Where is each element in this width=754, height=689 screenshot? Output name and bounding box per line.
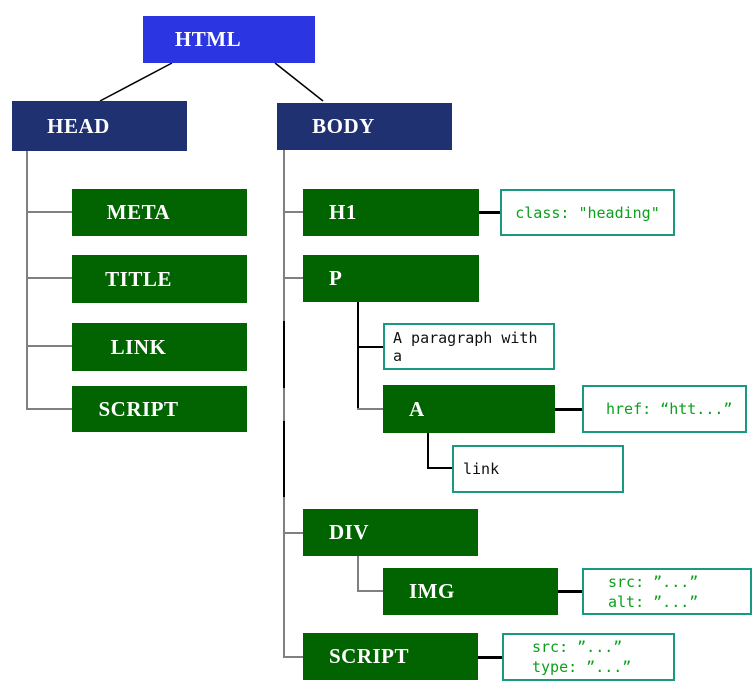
- node-link-label: LINK: [110, 334, 167, 359]
- connector-div-img: [357, 590, 383, 592]
- connector-p-a: [357, 408, 383, 410]
- node-h1-label: H1: [329, 200, 357, 224]
- node-div-label: DIV: [329, 520, 370, 544]
- connector-body-script: [283, 656, 303, 658]
- node-head-label: HEAD: [47, 113, 110, 138]
- textnode-link: link: [452, 445, 624, 493]
- textnode-paragraph-text: A paragraph with a: [393, 328, 538, 365]
- node-meta: META: [72, 189, 247, 236]
- annotation-script-src-text: src: ”...”: [532, 638, 623, 656]
- annotation-a-href-text: href: “htt...”: [606, 400, 733, 418]
- node-img: IMG: [383, 568, 558, 615]
- connector-head-children-vertical: [26, 151, 28, 410]
- node-a-label: A: [409, 396, 425, 421]
- connector-p-textnode: [357, 346, 383, 348]
- connector-body-h1: [283, 211, 303, 213]
- node-h1: H1: [303, 189, 479, 236]
- connector-head-link: [26, 345, 72, 347]
- connector-head-meta: [26, 211, 72, 213]
- annotation-h1-class-text: class: "heading": [515, 203, 660, 222]
- connector-body-children-vertical: [283, 150, 285, 657]
- annotation-script-type-text: type: ”...”: [532, 658, 632, 676]
- node-meta-label: META: [106, 200, 171, 224]
- connector-body-vertical-dark-segment: [283, 321, 285, 388]
- connector-head-script: [26, 408, 72, 410]
- annotation-script-attrs: src: ”...” type: ”...”: [502, 633, 675, 681]
- connector-head-title: [26, 277, 72, 279]
- connector-h1-annotation: [479, 211, 500, 214]
- node-html-label: HTML: [174, 27, 242, 51]
- connector-p-children-vertical: [357, 302, 359, 409]
- node-body-label: BODY: [312, 114, 375, 138]
- connector-a-linktext: [427, 467, 452, 469]
- node-title-label: TITLE: [105, 266, 172, 291]
- annotation-img-attrs: src: ”...” alt: ”...”: [582, 568, 752, 615]
- node-title: TITLE: [72, 255, 247, 303]
- connector-a-child-vertical: [427, 433, 429, 468]
- node-p: P: [303, 255, 479, 302]
- node-script-body: SCRIPT: [303, 633, 478, 680]
- node-script-head: SCRIPT: [72, 386, 247, 432]
- annotation-img-alt-text: alt: ”...”: [608, 592, 699, 611]
- connector-body-div: [283, 532, 303, 534]
- node-a: A: [383, 385, 555, 433]
- connector-a-annotation: [555, 408, 582, 411]
- connector-body-vertical-dark-segment: [283, 421, 285, 497]
- node-script-body-label: SCRIPT: [329, 644, 410, 668]
- node-html: HTML: [143, 16, 315, 63]
- connector-body-p: [283, 277, 303, 279]
- node-p-label: P: [329, 266, 343, 290]
- connector-script-annotation: [478, 656, 502, 659]
- node-body: BODY: [277, 103, 452, 150]
- node-script-head-label: SCRIPT: [98, 396, 179, 421]
- annotation-h1-class: class: "heading": [500, 189, 675, 236]
- node-link: LINK: [72, 323, 247, 371]
- connector-img-annotation: [558, 590, 582, 593]
- annotation-img-src-text: src: ”...”: [608, 572, 699, 591]
- textnode-paragraph: A paragraph with a: [383, 323, 555, 370]
- textnode-link-text: link: [463, 460, 500, 478]
- connector-div-child-vertical: [357, 556, 359, 591]
- node-img-label: IMG: [409, 579, 455, 603]
- node-div: DIV: [303, 509, 478, 556]
- annotation-a-href: href: “htt...”: [582, 385, 747, 433]
- node-head: HEAD: [12, 101, 187, 151]
